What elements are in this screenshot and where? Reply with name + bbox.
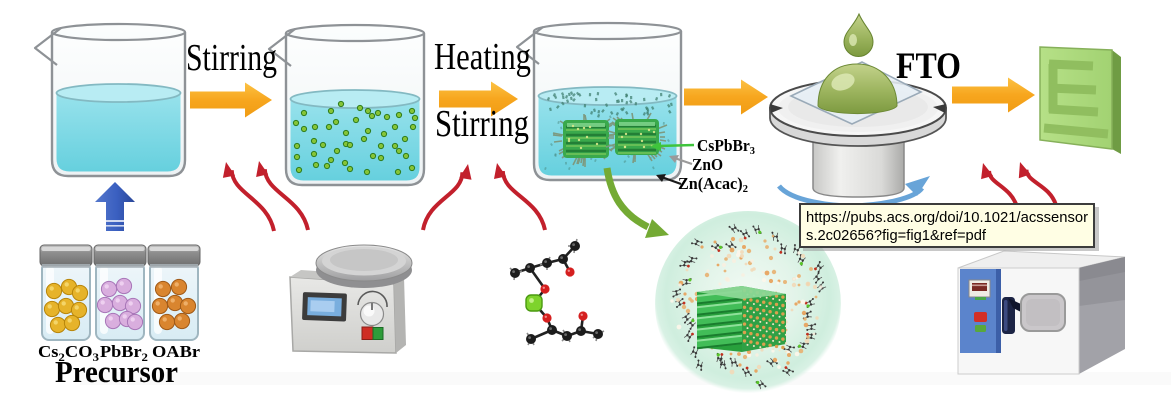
svg-text:s.2c02656?fig=fig1&ref=pdf: s.2c02656?fig=fig1&ref=pdf xyxy=(806,228,987,244)
svg-text:FTO: FTO xyxy=(896,46,961,87)
svg-text:https://pubs.acs.org/doi/10.10: https://pubs.acs.org/doi/10.1021/acssens… xyxy=(806,210,1088,226)
svg-text:Heating: Heating xyxy=(434,36,531,78)
svg-text:Zn(Acac)2: Zn(Acac)2 xyxy=(678,174,748,195)
svg-text:Stirring: Stirring xyxy=(186,37,277,79)
svg-text:Stirring: Stirring xyxy=(435,103,529,145)
svg-text:OABr: OABr xyxy=(152,342,200,361)
svg-text:Precursor: Precursor xyxy=(55,354,178,389)
svg-text:CsPbBr3: CsPbBr3 xyxy=(697,136,755,157)
svg-text:ZnO: ZnO xyxy=(692,155,723,174)
